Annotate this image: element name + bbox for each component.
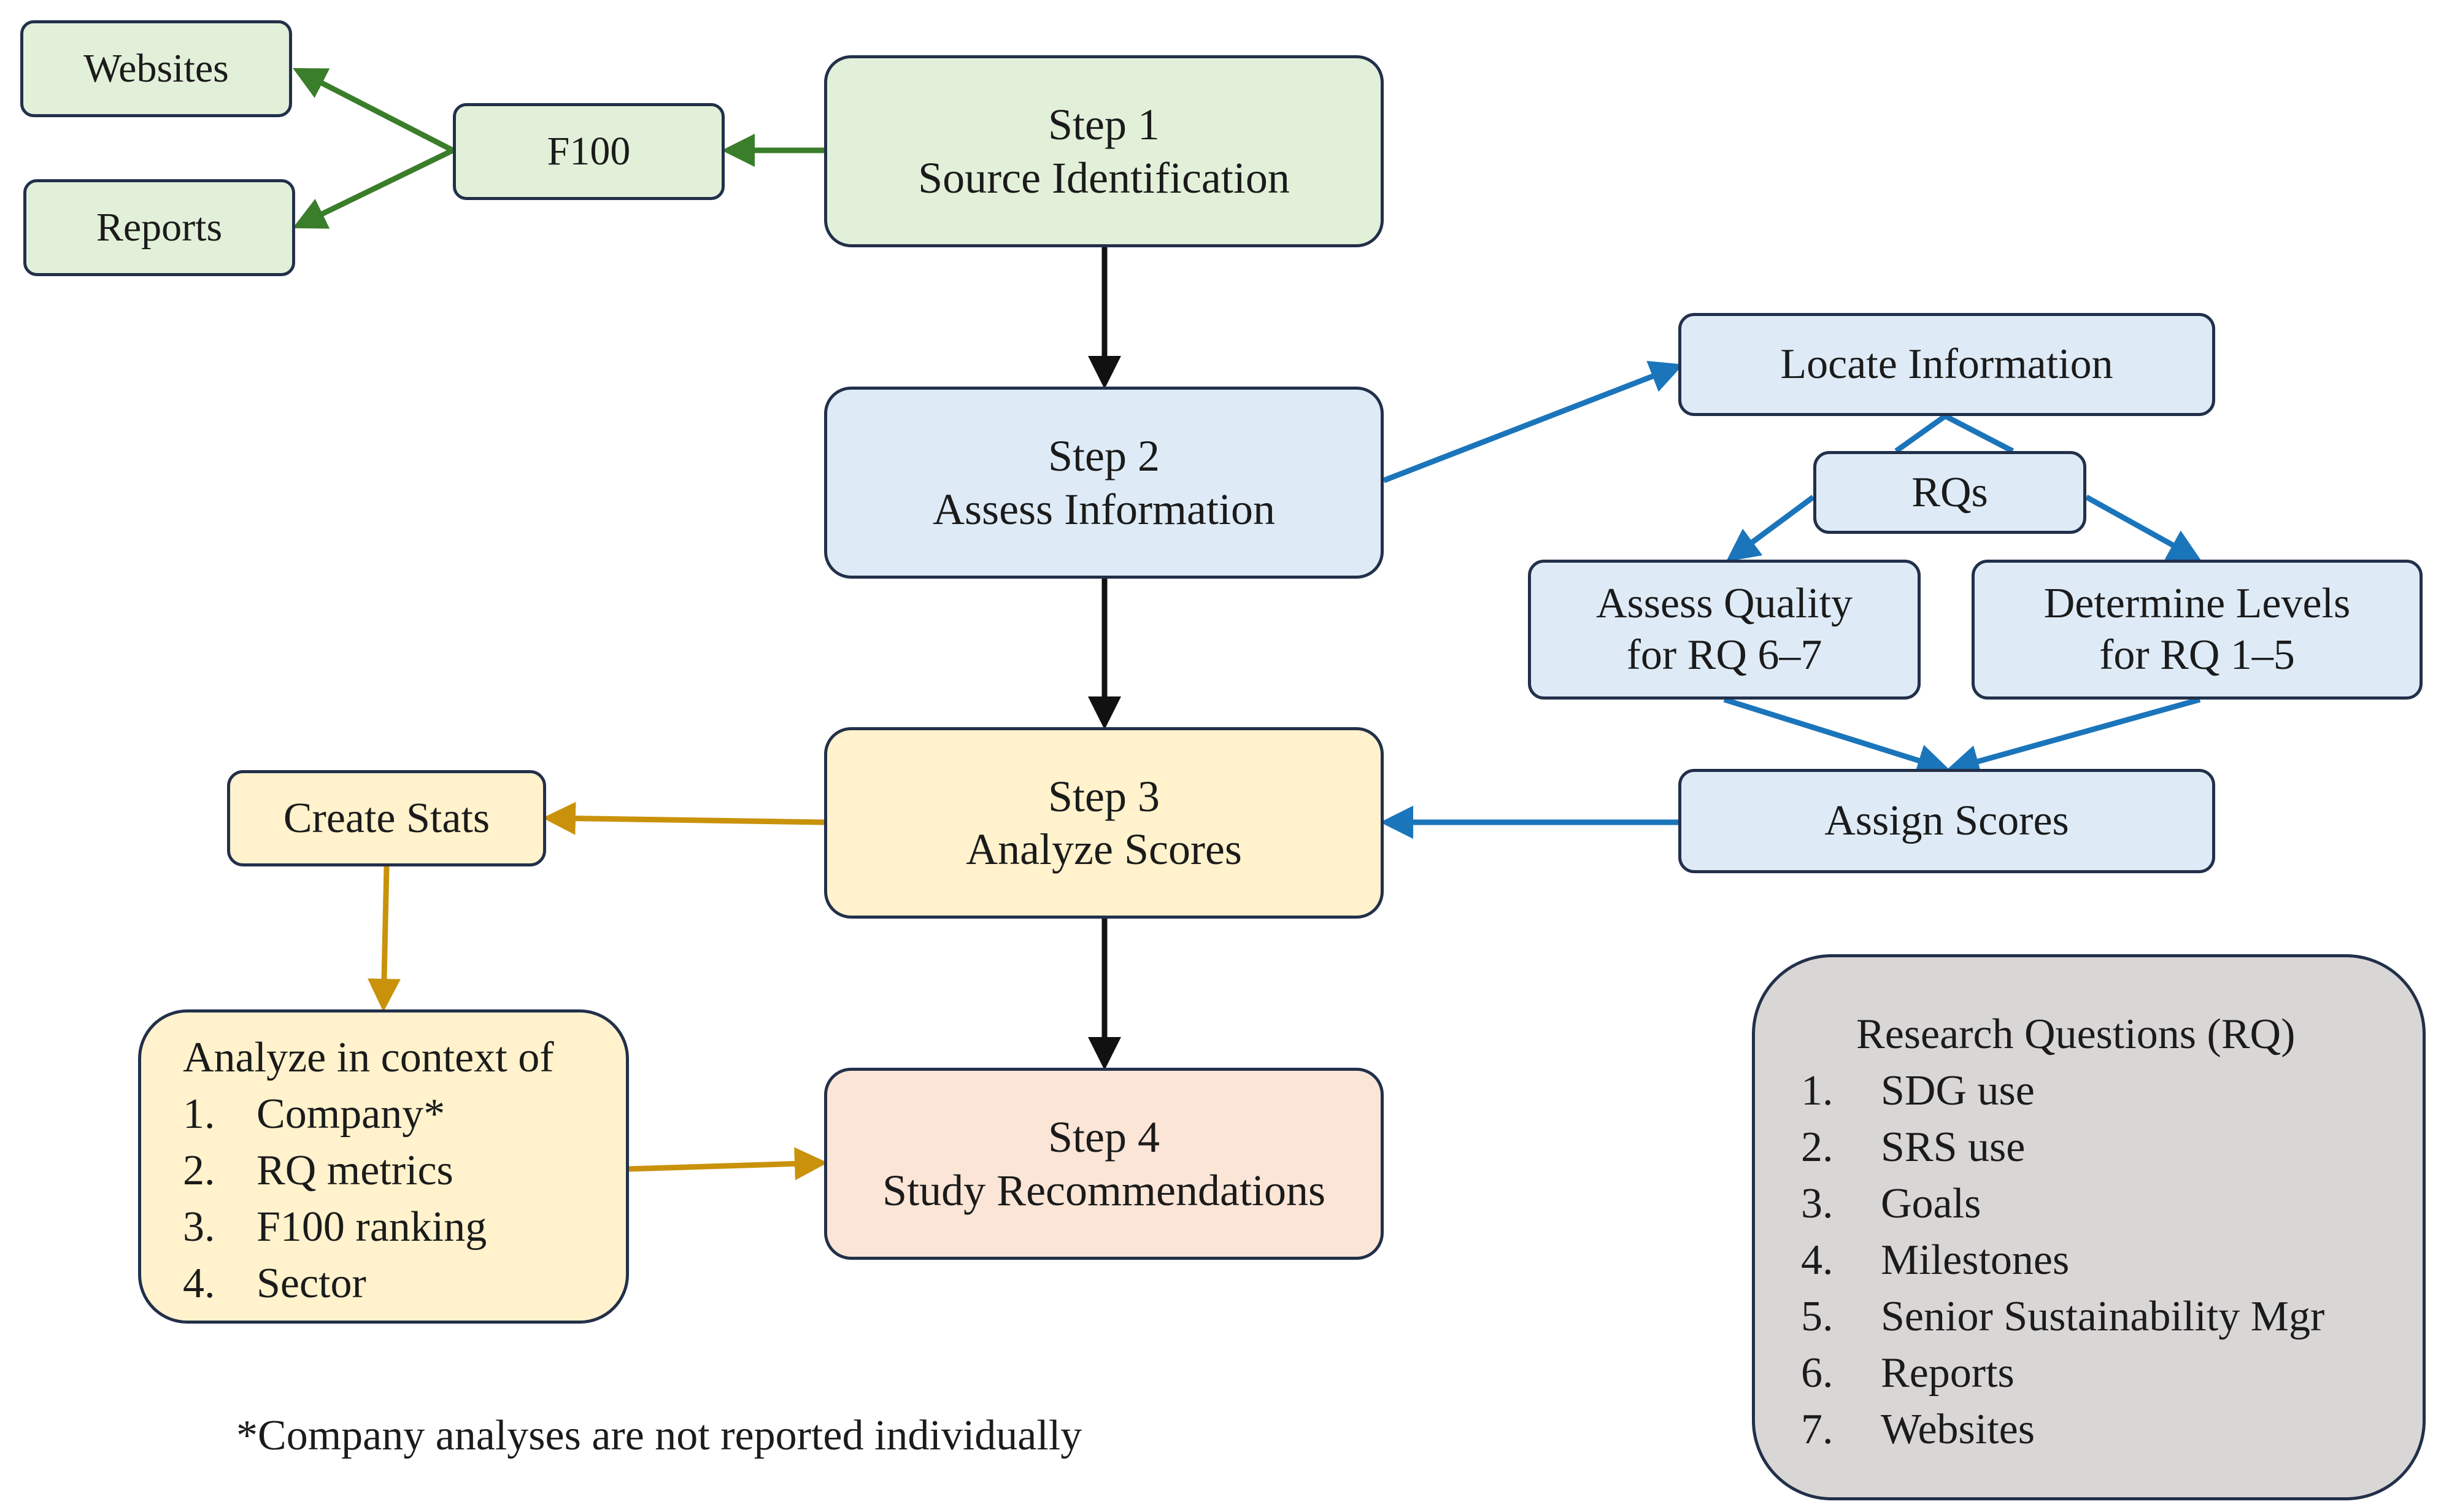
analyze-context-box: Analyze in context of 1. Company* 2. RQ … bbox=[138, 1009, 629, 1324]
rq-item-number: 7. bbox=[1801, 1406, 1834, 1453]
step2-title: Step 2 bbox=[1047, 431, 1160, 481]
line-locate-to-rqs-left bbox=[1894, 414, 1947, 453]
rq-list-item: 1. SDG use bbox=[1801, 1063, 2423, 1119]
assign-scores-label: Assign Scores bbox=[1824, 797, 2069, 844]
rq-item-text: Senior Sustainability Mgr bbox=[1881, 1293, 2325, 1340]
assess-quality-box: Assess Quality for RQ 6–7 bbox=[1528, 560, 1921, 700]
context-item: 3. F100 ranking bbox=[183, 1199, 626, 1256]
rq-item-text: Websites bbox=[1881, 1406, 2035, 1453]
step4-subtitle: Study Recommendations bbox=[882, 1165, 1325, 1215]
create-stats-box: Create Stats bbox=[227, 770, 546, 866]
assign-scores-box: Assign Scores bbox=[1678, 769, 2215, 873]
rq-item-number: 5. bbox=[1801, 1293, 1834, 1340]
step4-box: Step 4 Study Recommendations bbox=[824, 1068, 1384, 1260]
step1-title: Step 1 bbox=[1047, 100, 1160, 150]
rq-item-number: 3. bbox=[1801, 1180, 1834, 1227]
rq-item-text: SRS use bbox=[1881, 1124, 2026, 1171]
rq-item-number: 2. bbox=[1801, 1124, 1834, 1171]
websites-box: Websites bbox=[20, 20, 292, 117]
rq-list-item: 5. Senior Sustainability Mgr bbox=[1801, 1289, 2423, 1345]
step2-box: Step 2 Assess Information bbox=[824, 387, 1384, 579]
f100-label: F100 bbox=[547, 129, 631, 174]
context-item-text: Sector bbox=[256, 1260, 366, 1307]
context-item: 1. Company* bbox=[183, 1086, 626, 1143]
context-item-number: 4. bbox=[183, 1260, 215, 1307]
step3-title: Step 3 bbox=[1047, 771, 1160, 821]
rq-list-item: 3. Goals bbox=[1801, 1176, 2423, 1232]
context-item-number: 1. bbox=[183, 1090, 215, 1138]
rqs-box: RQs bbox=[1813, 451, 2086, 534]
context-item-number: 3. bbox=[183, 1203, 215, 1251]
step3-box: Step 3 Analyze Scores bbox=[824, 727, 1384, 919]
arrow-f100-to-reports bbox=[292, 147, 454, 229]
context-item-text: Company* bbox=[256, 1090, 445, 1138]
rq-list-item: 2. SRS use bbox=[1801, 1119, 2423, 1176]
rq-item-number: 6. bbox=[1801, 1349, 1834, 1397]
context-item: 2. RQ metrics bbox=[183, 1143, 626, 1199]
arrow-rqs-to-assess-quality bbox=[1726, 495, 1815, 562]
rq-list-item: 6. Reports bbox=[1801, 1345, 2423, 1402]
rqs-label: RQs bbox=[1911, 468, 1988, 516]
assess-quality-line2: for RQ 6–7 bbox=[1626, 631, 1822, 679]
context-item-text: F100 ranking bbox=[256, 1203, 487, 1251]
assess-quality-line1: Assess Quality bbox=[1595, 580, 1853, 627]
rq-list-item: 4. Milestones bbox=[1801, 1232, 2423, 1289]
arrow-step3-to-create-stats bbox=[542, 801, 825, 835]
locate-information-box: Locate Information bbox=[1678, 313, 2215, 416]
step3-subtitle: Analyze Scores bbox=[966, 825, 1242, 874]
rq-item-text: Milestones bbox=[1881, 1236, 2070, 1284]
analyze-context-title: Analyze in context of bbox=[183, 1034, 554, 1081]
locate-information-label: Locate Information bbox=[1780, 341, 2113, 388]
determine-levels-line2: for RQ 1–5 bbox=[2099, 631, 2295, 679]
rq-item-number: 4. bbox=[1801, 1236, 1834, 1284]
rq-item-text: Goals bbox=[1881, 1180, 1981, 1227]
arrow-context-to-step4 bbox=[628, 1147, 828, 1181]
rq-item-text: Reports bbox=[1881, 1349, 2015, 1397]
create-stats-label: Create Stats bbox=[283, 794, 490, 842]
rq-item-number: 1. bbox=[1801, 1067, 1834, 1114]
rq-item-text: SDG use bbox=[1881, 1067, 2035, 1114]
arrow-determine-levels-to-assign bbox=[1946, 696, 2201, 777]
arrow-f100-to-websites bbox=[292, 68, 455, 153]
research-questions-title: Research Questions (RQ) bbox=[1856, 1011, 2296, 1058]
arrow-create-stats-to-context bbox=[367, 866, 401, 1012]
step2-subtitle: Assess Information bbox=[933, 484, 1275, 534]
footnote: *Company analyses are not reported indiv… bbox=[236, 1412, 1082, 1459]
step1-subtitle: Source Identification bbox=[918, 153, 1290, 202]
context-item-text: RQ metrics bbox=[256, 1147, 453, 1194]
f100-box: F100 bbox=[453, 103, 725, 200]
context-item-number: 2. bbox=[183, 1147, 215, 1194]
arrow-step2-to-locate bbox=[1382, 361, 1684, 484]
reports-box: Reports bbox=[23, 179, 295, 276]
rq-list-item: 7. Websites bbox=[1801, 1402, 2423, 1458]
step1-box: Step 1 Source Identification bbox=[824, 55, 1384, 247]
context-item: 4. Sector bbox=[183, 1256, 626, 1312]
websites-label: Websites bbox=[83, 46, 229, 91]
determine-levels-box: Determine Levels for RQ 1–5 bbox=[1972, 560, 2423, 700]
research-questions-legend: Research Questions (RQ) 1. SDG use 2. SR… bbox=[1752, 954, 2426, 1500]
determine-levels-line1: Determine Levels bbox=[2043, 580, 2351, 627]
step4-title: Step 4 bbox=[1047, 1113, 1160, 1162]
arrow-rqs-to-determine-levels bbox=[2084, 495, 2202, 561]
arrow-assess-quality-to-assign bbox=[1723, 696, 1951, 777]
line-locate-to-rqs-right bbox=[1943, 414, 2015, 453]
reports-label: Reports bbox=[96, 205, 223, 250]
